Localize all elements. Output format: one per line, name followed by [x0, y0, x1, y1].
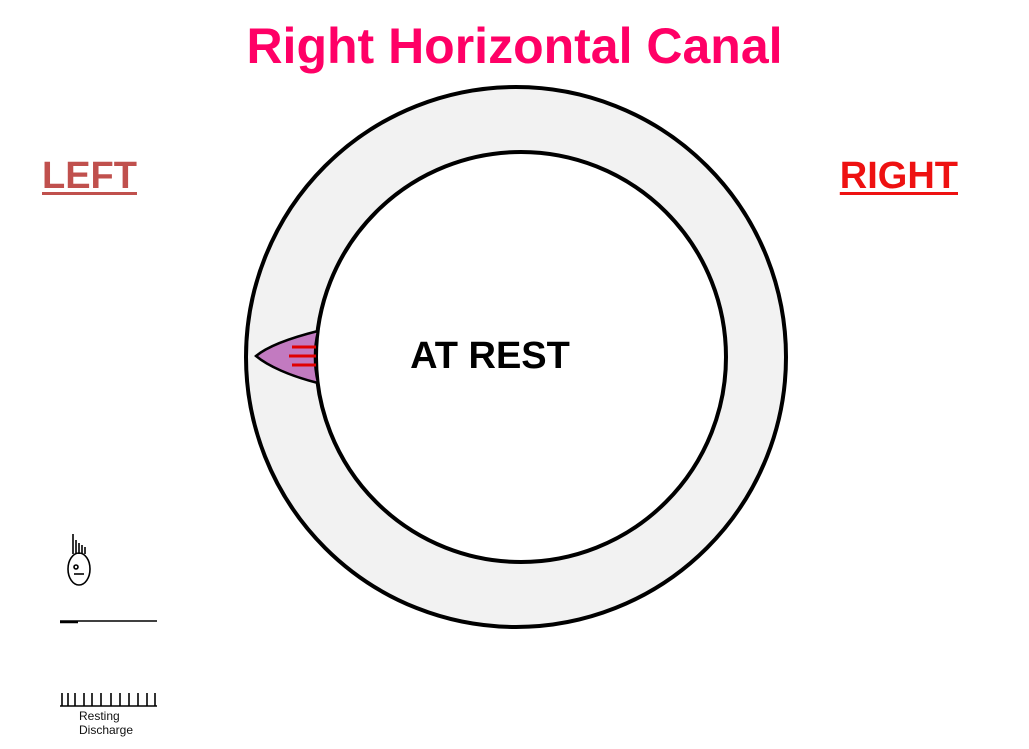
cupula [254, 329, 320, 385]
right-label: RIGHT [839, 155, 958, 197]
discharge-caption: Resting Discharge [79, 709, 134, 737]
axon-line [60, 620, 157, 624]
left-label: LEFT [42, 155, 137, 197]
hair-cells [289, 345, 316, 367]
page-title: Right Horizontal Canal [246, 18, 783, 74]
resting-discharge-icon [60, 693, 157, 707]
state-label: AT REST [410, 335, 570, 377]
hair-cell-icon [67, 534, 91, 586]
